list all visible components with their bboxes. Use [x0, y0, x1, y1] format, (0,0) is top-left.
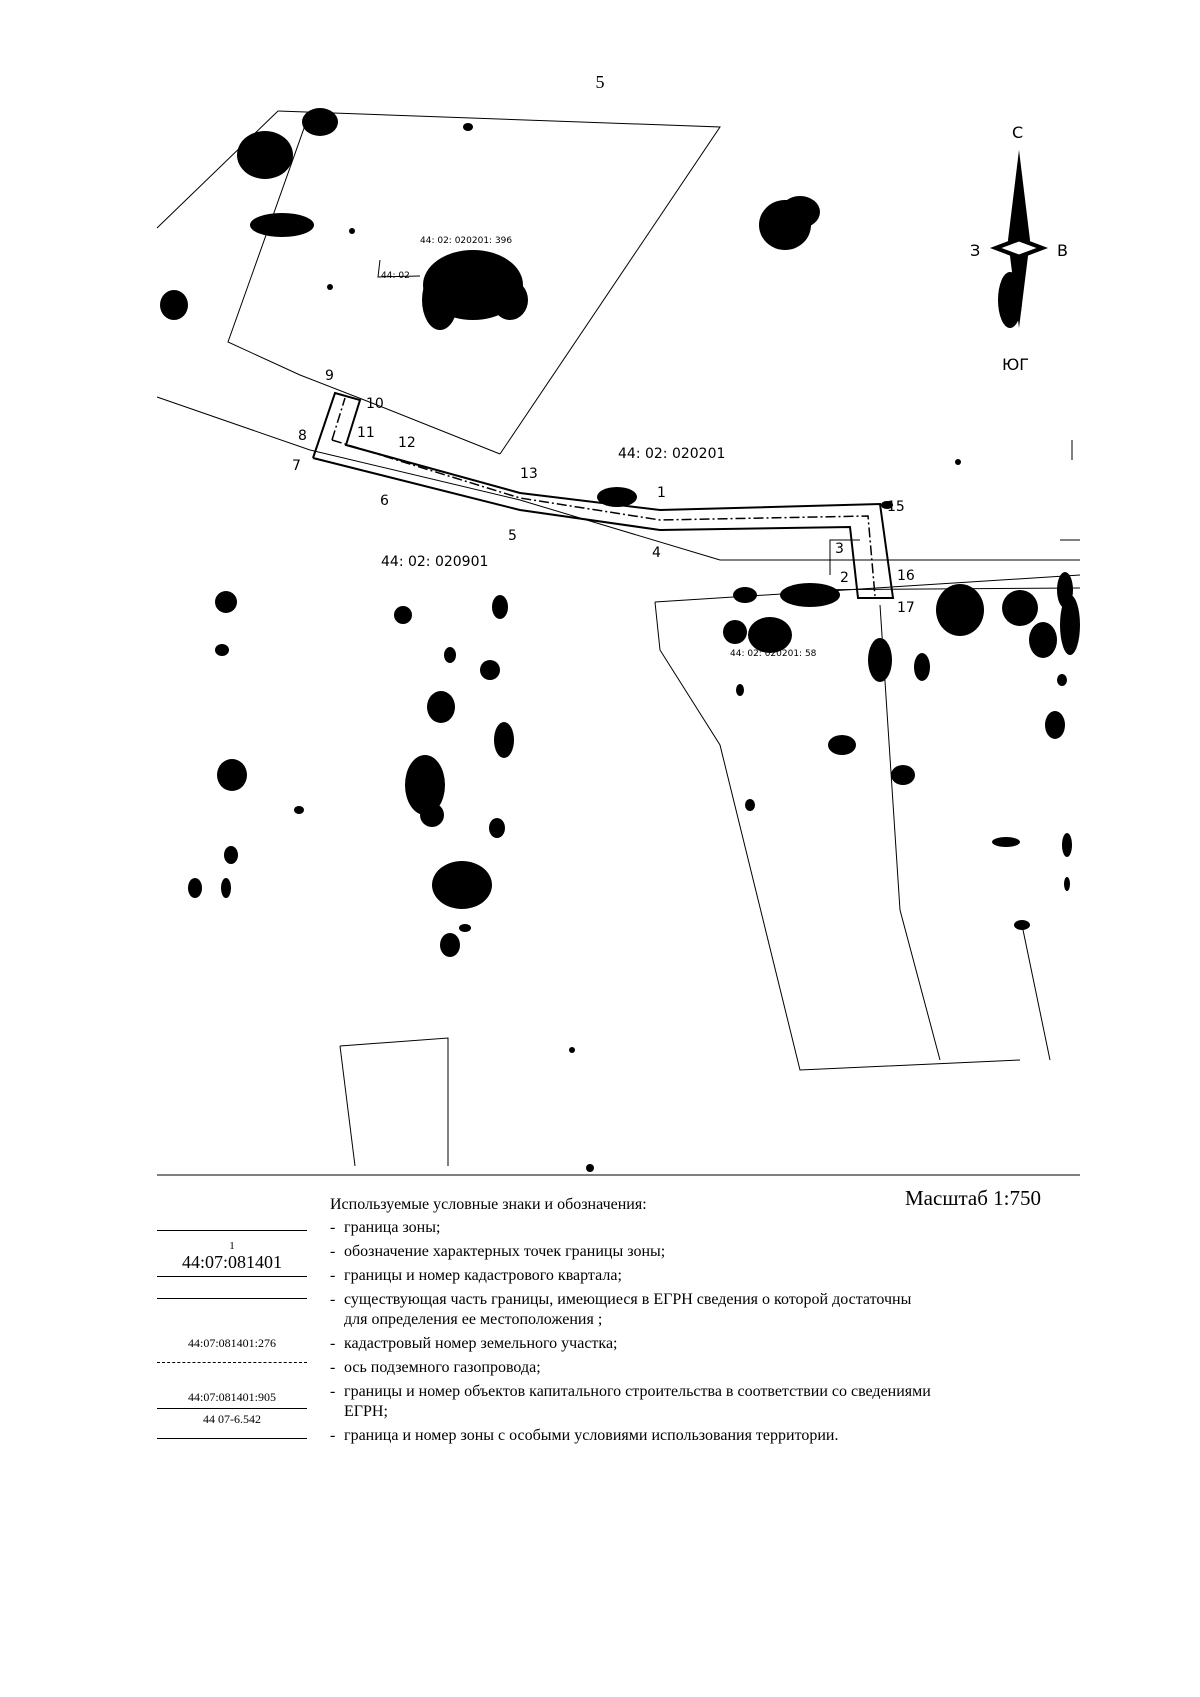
parcel-label-58: 44: 02: 020201: 58	[730, 649, 817, 659]
map-scale: Масштаб 1:750	[905, 1186, 1042, 1210]
legend-item: -граница и номер зоны с особыми условиям…	[330, 1427, 839, 1444]
legend-item: -кадастровый номер земельного участка;	[330, 1335, 618, 1352]
vegetation-blobs	[160, 108, 1080, 1172]
quarter-label-020901: 44: 02: 020901	[381, 554, 488, 570]
parcel-label-short: 44: 02	[381, 271, 410, 281]
sample-existing-line	[157, 1298, 307, 1299]
gas-pipeline-axis	[331, 397, 876, 597]
point-label: 10	[366, 396, 384, 412]
point-label: 15	[887, 499, 905, 515]
point-label: 17	[897, 600, 915, 616]
sample-building-line	[157, 1408, 307, 1409]
point-label: 2	[840, 570, 849, 586]
point-label: 12	[398, 435, 416, 451]
sample-parcel-number: 44:07:081401:276	[187, 1336, 276, 1350]
point-label: 5	[508, 528, 517, 544]
legend-title: Используемые условные знаки и обозначени…	[330, 1196, 647, 1213]
legend-item: -обозначение характерных точек границы з…	[330, 1243, 666, 1260]
parcel-boundaries	[156, 110, 1081, 1167]
cadastral-map: С З В ЮГ 44: 02: 020201 44: 02: 020901 4…	[156, 108, 1081, 1176]
legend-samples: 1 44:07:081401 44:07:081401:276 44:07:08…	[157, 1218, 307, 1439]
sample-point-number: 1	[229, 1240, 235, 1252]
point-label: 1	[657, 485, 666, 501]
parcel-label-396: 44: 02: 020201: 396	[420, 236, 512, 246]
point-label: 8	[298, 428, 307, 444]
compass-west: З	[970, 241, 980, 260]
sample-zone-line	[157, 1230, 307, 1231]
sample-zone-number-line	[157, 1438, 307, 1439]
compass-south: ЮГ	[1002, 355, 1029, 374]
point-label: 13	[520, 466, 538, 482]
compass-east: В	[1057, 241, 1068, 260]
point-label: 11	[357, 425, 375, 441]
sample-quarter-number: 44:07:081401	[181, 1252, 282, 1272]
point-label: 3	[835, 541, 844, 557]
compass-north: С	[1012, 123, 1023, 142]
point-label: 4	[652, 545, 661, 561]
sample-gas-line	[157, 1362, 307, 1363]
sample-quarter-line	[157, 1276, 307, 1277]
legend-item: -границы и номер объектов капитального с…	[330, 1383, 931, 1400]
point-label: 9	[325, 368, 334, 384]
legend-item: -граница зоны;	[330, 1219, 441, 1236]
sample-zone-number: 44 07-6.542	[203, 1412, 261, 1426]
point-label: 16	[897, 568, 915, 584]
sample-building-number: 44:07:081401:905	[187, 1390, 276, 1404]
quarter-label-020201: 44: 02: 020201	[618, 446, 725, 462]
legend-item-continued: для определения ее местоположения ;	[344, 1311, 603, 1328]
boundary-points: 1 2 3 4 5 6 7 8 9 10 11 12 13 15 16 17	[292, 368, 915, 616]
north-arrow: С З В ЮГ	[970, 123, 1068, 374]
point-label: 6	[380, 493, 389, 509]
zone-boundary	[312, 391, 895, 599]
legend-item: -ось подземного газопровода;	[330, 1359, 541, 1376]
point-label: 7	[292, 458, 301, 474]
page-number: 5	[595, 72, 605, 92]
legend-item-continued: ЕГРН;	[344, 1403, 388, 1420]
legend-item: -границы и номер кадастрового квартала;	[330, 1267, 622, 1284]
legend-item: -существующая часть границы, имеющиеся в…	[330, 1291, 912, 1308]
